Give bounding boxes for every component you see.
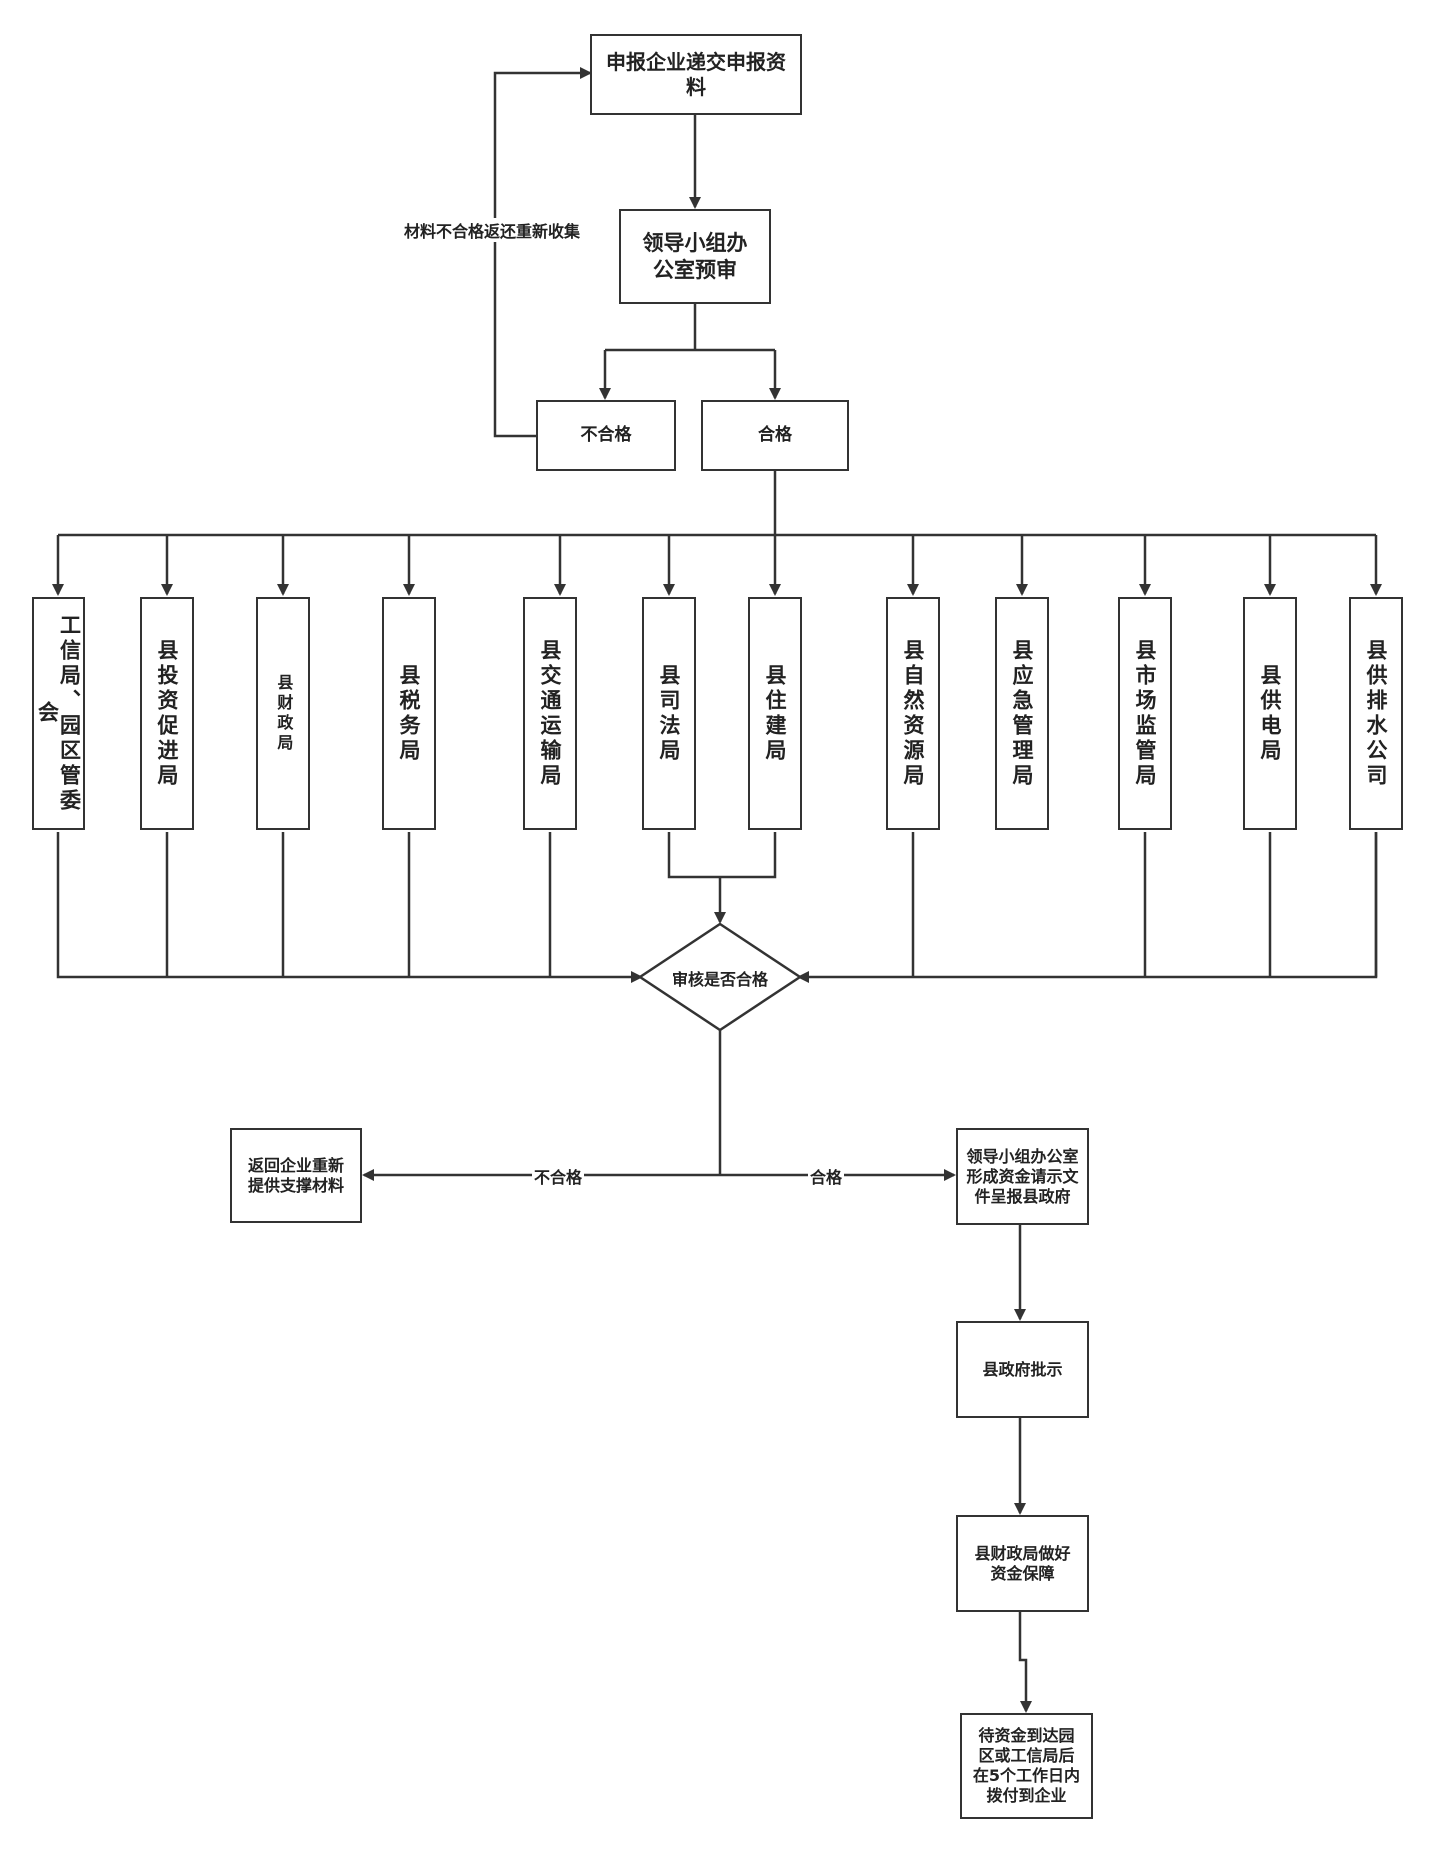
return-company-box: 返回企业重新提供支撑材料 bbox=[230, 1128, 362, 1223]
dept-industry-park: 工信局、园区管委会 bbox=[32, 597, 85, 830]
dept-emergency: 县应急管理局 bbox=[995, 597, 1049, 830]
gov-approval-text: 县政府批示 bbox=[982, 1359, 1063, 1379]
decision-text: 审核是否合格 bbox=[671, 970, 768, 989]
gov-approval-box: 县政府批示 bbox=[956, 1321, 1089, 1418]
fail-text: 不合格 bbox=[580, 424, 632, 445]
dept-label: 县供排水公司 bbox=[1364, 638, 1389, 789]
dept-finance: 县财政局 bbox=[256, 597, 310, 830]
finance-guarantee-box: 县财政局做好资金保障 bbox=[956, 1515, 1089, 1612]
dept-label: 县应急管理局 bbox=[1010, 638, 1035, 789]
dept-investment: 县投资促进局 bbox=[140, 597, 194, 830]
submit-materials-text: 申报企业递交申报资料 bbox=[606, 49, 786, 99]
dept-label: 县市场监管局 bbox=[1133, 638, 1158, 789]
dept-label: 工信局、园区管委会 bbox=[35, 613, 82, 814]
dept-transport: 县交通运输局 bbox=[523, 597, 577, 830]
leader-request-text: 领导小组办公室形成资金请示文件呈报县政府 bbox=[966, 1146, 1079, 1206]
pass-box: 合格 bbox=[701, 400, 849, 471]
dept-label: 县自然资源局 bbox=[901, 638, 926, 789]
dept-label: 县供电局 bbox=[1258, 663, 1283, 764]
preliminary-review-text: 领导小组办公室预审 bbox=[642, 231, 748, 282]
pass-text: 合格 bbox=[758, 424, 792, 445]
disbursement-box: 待资金到达园区或工信局后在5个工作日内拨付到企业 bbox=[960, 1713, 1093, 1819]
decision-pass-label: 合格 bbox=[808, 1164, 845, 1188]
return-company-text: 返回企业重新提供支撑材料 bbox=[247, 1155, 344, 1195]
disbursement-text: 待资金到达园区或工信局后在5个工作日内拨付到企业 bbox=[972, 1726, 1081, 1805]
preliminary-review-box: 领导小组办公室预审 bbox=[619, 209, 771, 304]
arrow-return-loop bbox=[493, 67, 592, 438]
dept-label: 县司法局 bbox=[657, 663, 682, 764]
submit-materials-box: 申报企业递交申报资料 bbox=[590, 34, 802, 115]
dept-power: 县供电局 bbox=[1243, 597, 1297, 830]
dept-label: 县投资促进局 bbox=[155, 638, 180, 789]
dept-natural-resources: 县自然资源局 bbox=[886, 597, 940, 830]
fail-box: 不合格 bbox=[536, 400, 676, 471]
dept-label: 县住建局 bbox=[763, 663, 788, 764]
return-label: 材料不合格返还重新收集 bbox=[402, 218, 583, 242]
dept-label: 县税务局 bbox=[397, 663, 422, 764]
dept-label: 县财政局 bbox=[274, 673, 294, 754]
finance-guarantee-text: 县财政局做好资金保障 bbox=[974, 1543, 1071, 1583]
dept-housing: 县住建局 bbox=[748, 597, 802, 830]
dept-tax: 县税务局 bbox=[382, 597, 436, 830]
dept-market-regulation: 县市场监管局 bbox=[1118, 597, 1172, 830]
dept-water: 县供排水公司 bbox=[1349, 597, 1403, 830]
dept-justice: 县司法局 bbox=[642, 597, 696, 830]
leader-request-box: 领导小组办公室形成资金请示文件呈报县政府 bbox=[956, 1128, 1089, 1225]
dept-label: 县交通运输局 bbox=[538, 638, 563, 789]
decision-fail-label: 不合格 bbox=[532, 1164, 585, 1188]
